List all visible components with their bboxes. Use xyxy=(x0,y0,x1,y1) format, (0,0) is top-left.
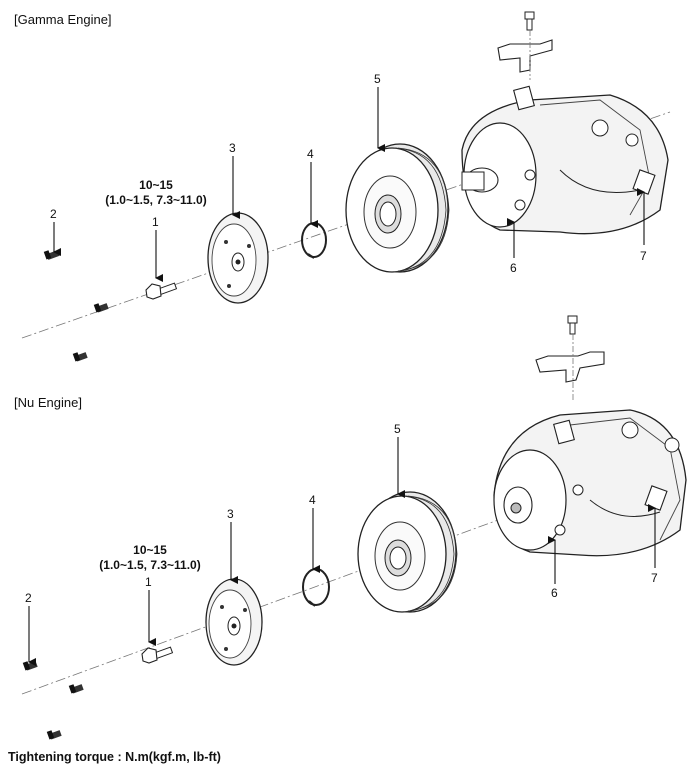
nu-compressor xyxy=(493,315,687,557)
gamma-label-5: 5 xyxy=(374,72,381,86)
nu-screw-2 xyxy=(22,661,38,671)
gamma-engine-title: [Gamma Engine] xyxy=(14,12,112,27)
nu-screw-extra-b xyxy=(46,730,62,740)
nu-label-4: 4 xyxy=(309,493,316,507)
gamma-label-3: 3 xyxy=(229,141,236,155)
gamma-pulley-5 xyxy=(345,143,450,273)
nu-pulley-5 xyxy=(357,491,458,613)
nu-assembly: 1 2 3 4 5 6 7 xyxy=(21,315,687,740)
nu-label-6: 6 xyxy=(551,586,558,600)
gamma-screw-extra-a xyxy=(93,303,109,313)
nu-label-7: 7 xyxy=(651,571,658,585)
nu-screw-extra-a xyxy=(68,684,84,694)
nu-bolt-1 xyxy=(141,646,174,664)
nu-snap-ring-4 xyxy=(302,568,330,607)
gamma-torque-spec: 10~15 (1.0~1.5, 7.3~11.0) xyxy=(96,178,216,208)
nu-label-3: 3 xyxy=(227,507,234,521)
gamma-label-6: 6 xyxy=(510,261,517,275)
nu-torque-value: 10~15 xyxy=(133,543,167,557)
gamma-label-7: 7 xyxy=(640,249,647,263)
gamma-torque-value: 10~15 xyxy=(139,178,173,192)
gamma-clutch-hub-3 xyxy=(207,212,269,304)
tightening-torque-note: Tightening torque : N.m(kgf.m, lb-ft) xyxy=(8,750,221,764)
nu-label-1: 1 xyxy=(145,575,152,589)
gamma-label-4: 4 xyxy=(307,147,314,161)
nu-clutch-hub-3 xyxy=(205,578,263,666)
nu-label-2: 2 xyxy=(25,591,32,605)
gamma-bolt-1 xyxy=(145,282,178,300)
gamma-screw-extra-b xyxy=(72,352,88,362)
gamma-label-1: 1 xyxy=(152,215,159,229)
gamma-torque-subvalue: (1.0~1.5, 7.3~11.0) xyxy=(105,193,207,207)
gamma-label-2: 2 xyxy=(50,207,57,221)
gamma-snap-ring-4 xyxy=(301,222,327,259)
nu-label-5: 5 xyxy=(394,422,401,436)
gamma-screw-2 xyxy=(43,250,60,260)
nu-torque-spec: 10~15 (1.0~1.5, 7.3~11.0) xyxy=(86,543,214,573)
gamma-compressor xyxy=(461,11,669,235)
nu-engine-title: [Nu Engine] xyxy=(14,395,82,410)
gamma-assembly: 1 2 3 4 5 6 7 xyxy=(21,11,671,362)
nu-torque-subvalue: (1.0~1.5, 7.3~11.0) xyxy=(99,558,201,572)
